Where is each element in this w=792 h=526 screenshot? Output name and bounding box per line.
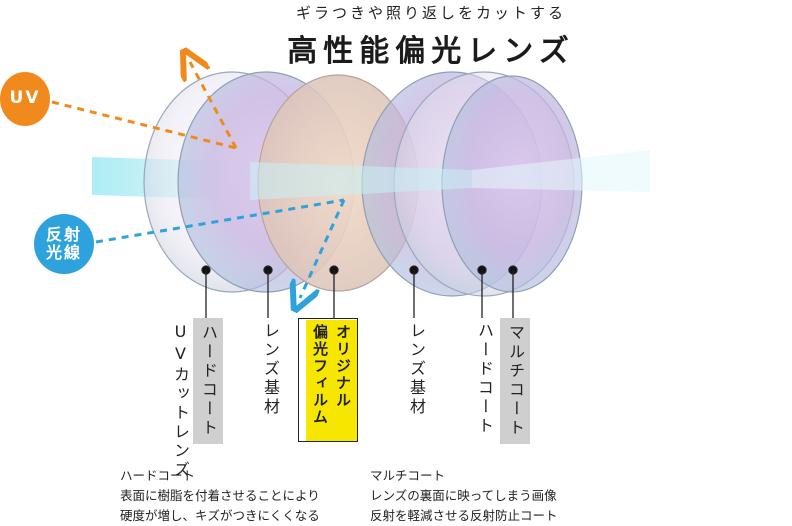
reflection-badge-line1: 反射 xyxy=(45,224,82,244)
polar-film-highlight xyxy=(306,320,358,442)
multi-coat-description: マルチコート レンズの裏面に映ってしまう画像 反射を軽減させる反射防止コート xyxy=(370,466,610,526)
reflection-down-ray xyxy=(300,199,346,298)
uv-reflect-ray xyxy=(190,62,238,149)
uv-ray xyxy=(51,100,237,150)
label-multi-coat: マルチコート xyxy=(500,318,530,444)
label-lens-base-left: レンズ基材 xyxy=(261,322,280,417)
uv-badge-label: UV xyxy=(9,88,41,109)
leader-lines xyxy=(201,265,518,318)
label-polar-film: オリジナル 偏光フィルム xyxy=(306,324,358,440)
light-beam-mid xyxy=(250,162,472,200)
reflection-ray xyxy=(95,198,345,244)
polar-film-frame xyxy=(298,318,358,442)
hard-coat-desc-line1: 表面に樹脂を付着させることにより xyxy=(120,488,320,503)
multi-coat-desc-line1: レンズの裏面に映ってしまう画像 xyxy=(370,488,557,503)
label-polar-film-line2: 偏光フィルム xyxy=(311,324,329,426)
label-polar-film-line1: オリジナル xyxy=(334,324,352,409)
label-hard-coat-right: ハードコート xyxy=(475,322,494,436)
multi-coat-desc-line2: 反射を軽減させる反射防止コート xyxy=(370,508,558,523)
label-uv-cut: UVカットレンズ xyxy=(171,322,190,480)
light-beam-right xyxy=(472,150,650,192)
hard-coat-description: ハードコート 表面に樹脂を付着させることにより 硬度が増し、キズがつきにくくなる xyxy=(120,466,360,526)
multi-coat-desc-title: マルチコート xyxy=(370,468,446,483)
label-lens-base-right: レンズ基材 xyxy=(407,322,426,417)
reflection-badge: 反射 光線 xyxy=(34,214,94,274)
subtitle: ギラつきや照り返しをカットする xyxy=(295,4,566,22)
hard-coat-desc-line2: 硬度が増し、キズがつきにくくなる xyxy=(120,508,320,523)
hard-coat-desc-title: ハードコート xyxy=(120,468,196,483)
reflection-badge-line2: 光線 xyxy=(45,243,82,262)
page-title: 高性能偏光レンズ xyxy=(287,34,575,69)
label-hard-coat-left: ハードコート xyxy=(193,318,223,444)
uv-badge: UV xyxy=(0,72,50,126)
